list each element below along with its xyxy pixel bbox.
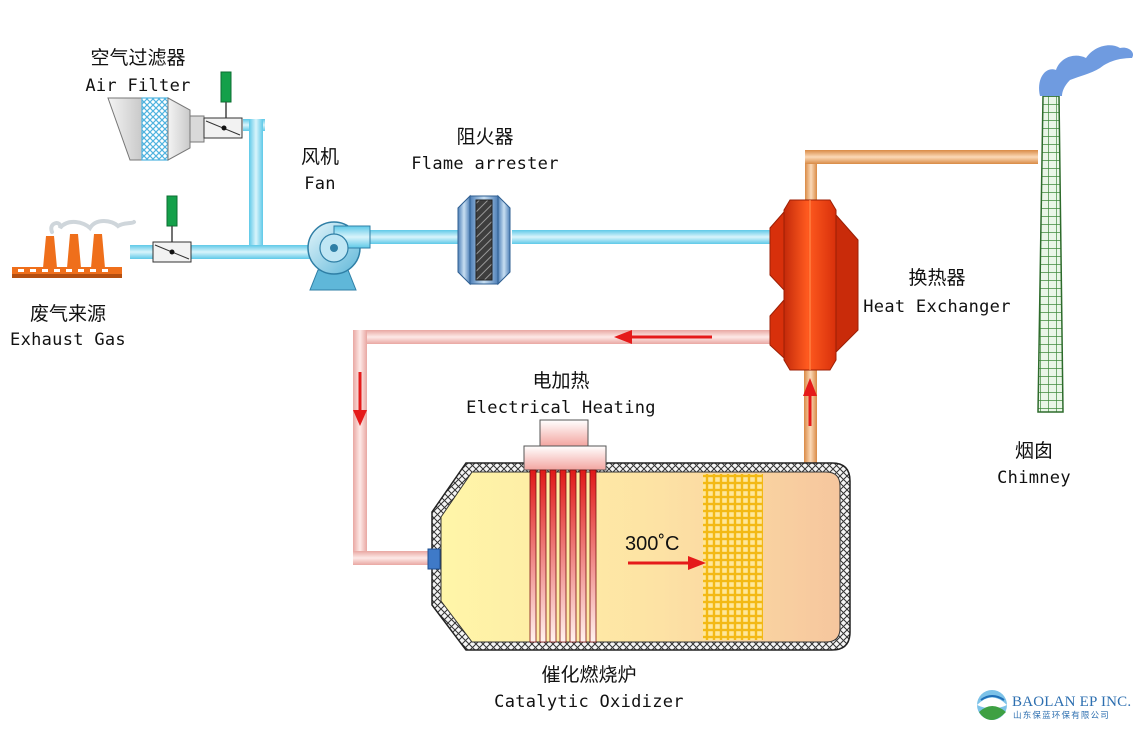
brand-name: BAOLAN EP INC.	[1012, 694, 1131, 710]
hot-pipe-chimney-horizontal	[805, 150, 1038, 164]
air-filter-icon	[107, 97, 205, 161]
smoke-icon	[49, 219, 136, 234]
recycle-pipe-bottom	[353, 551, 435, 565]
catalyst-bed-icon	[703, 474, 763, 640]
heater-icon	[523, 419, 607, 643]
flame-arrester-label-zh: 阻火器	[456, 126, 513, 148]
valve-icon	[203, 71, 243, 139]
heat-exchanger-label-en: Heat Exchanger	[863, 297, 1011, 317]
fan-label-en: Fan	[304, 174, 336, 194]
flow-arrow-icon	[628, 556, 706, 570]
catalytic-oxidizer-icon	[427, 462, 851, 651]
air-filter-label-en: Air Filter	[85, 76, 190, 96]
recycle-pipe-vertical	[353, 330, 367, 565]
recycle-pipe-top	[356, 330, 774, 344]
smoke-icon	[1039, 45, 1134, 96]
electrical-heating-label-zh: 电加热	[532, 370, 589, 392]
air-filter-label-zh: 空气过滤器	[90, 47, 185, 69]
hot-pipe-chimney-vertical	[805, 155, 817, 200]
chimney-icon	[1037, 45, 1134, 413]
flame-arrester-label-en: Flame arrester	[411, 154, 559, 174]
valve-icon	[152, 195, 192, 263]
brand-logo-icon	[977, 690, 1007, 720]
flame-arrester-icon	[457, 194, 511, 286]
catalytic-oxidizer-label-zh: 催化燃烧炉	[541, 664, 636, 686]
factory-icon	[12, 219, 136, 278]
chimney-label-zh: 烟囱	[1015, 440, 1053, 462]
brand-subtitle: 山东保蓝环保有限公司	[1013, 710, 1110, 721]
main-pipe-1	[365, 230, 465, 244]
temperature-label: 300˚C	[625, 533, 679, 555]
flow-arrow-icon	[803, 378, 817, 426]
chimney-label-en: Chimney	[997, 468, 1071, 488]
main-pipe-2	[512, 230, 780, 244]
electrical-heating-label-en: Electrical Heating	[466, 398, 656, 418]
exhaust-gas-label-zh: 废气来源	[30, 303, 106, 325]
heat-exchanger-label-zh: 换热器	[908, 267, 965, 289]
fan-icon	[307, 221, 371, 291]
flow-arrow-icon	[353, 372, 367, 426]
catalytic-oxidizer-label-en: Catalytic Oxidizer	[494, 692, 684, 712]
exhaust-gas-label-en: Exhaust Gas	[10, 330, 126, 350]
flow-arrow-icon	[614, 330, 712, 344]
air-pipe-vertical	[249, 119, 263, 250]
heat-exchanger-icon	[769, 199, 859, 371]
fan-label-zh: 风机	[301, 146, 339, 168]
